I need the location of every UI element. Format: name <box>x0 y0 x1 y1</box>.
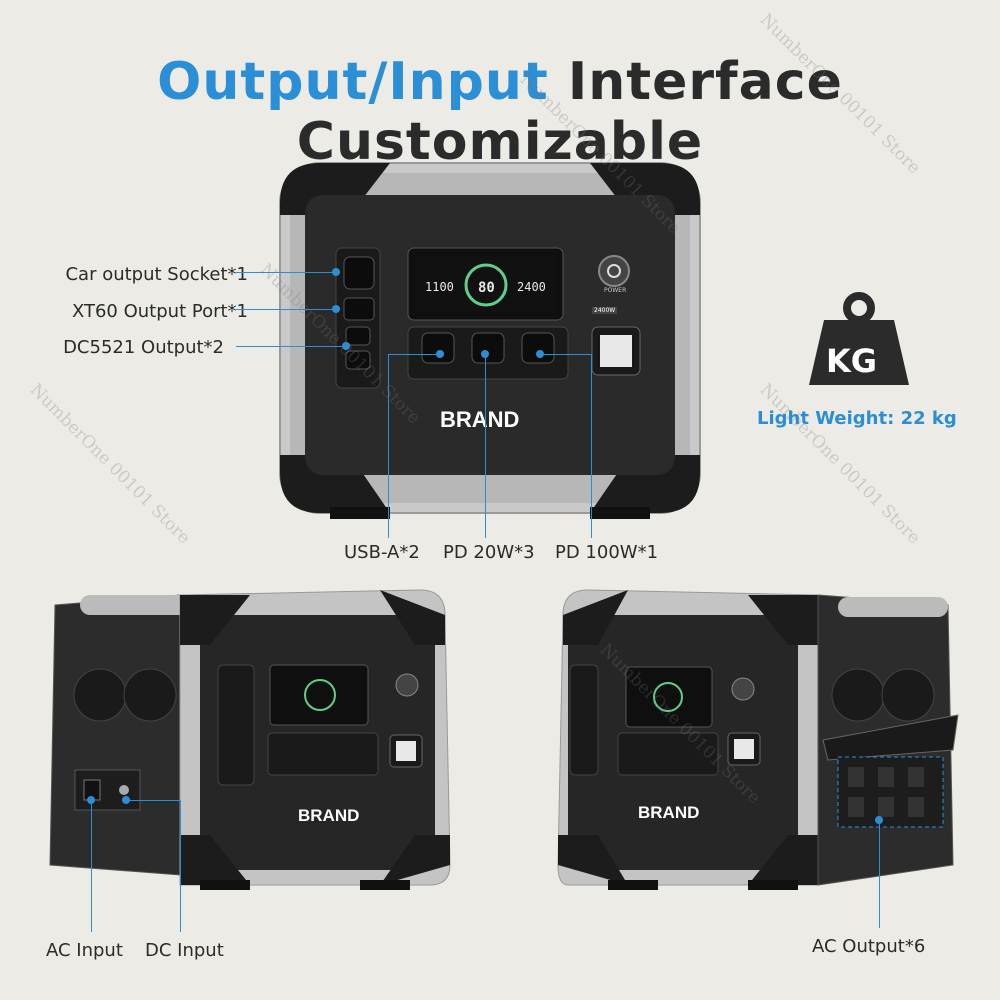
callout-ac-input: AC Input <box>46 940 123 961</box>
left-brand-logo: BRAND <box>298 806 360 825</box>
weight-label: Light Weight: 22 kg <box>757 408 957 429</box>
main-lcd-input-value: 1100 <box>425 280 454 294</box>
left-device-image <box>49 589 451 890</box>
callout-ac-output: AC Output*6 <box>812 936 926 957</box>
main-lcd-battery: 80 <box>478 280 495 296</box>
main-power-label: POWER <box>604 287 627 294</box>
weight-icon <box>809 292 909 385</box>
callout-car-socket: Car output Socket*1 <box>65 264 248 285</box>
main-device-image <box>279 162 701 519</box>
callout-pd20: PD 20W*3 <box>443 542 535 563</box>
main-brand-logo: BRAND <box>440 407 520 432</box>
right-brand-logo: BRAND <box>638 803 700 822</box>
callout-xt60: XT60 Output Port*1 <box>71 301 248 322</box>
right-device-image <box>557 589 959 890</box>
callout-usb-a: USB-A*2 <box>344 542 420 563</box>
callout-dc-input: DC Input <box>145 940 224 961</box>
callout-dc5521: DC5521 Output*2 <box>63 337 224 358</box>
weight-icon-text: KG <box>826 342 878 380</box>
page-title: Output/Input Interface Customizable <box>0 52 1000 172</box>
watermark-5: NumberOne 00101 Store <box>755 380 924 549</box>
main-capacity-badge: 2400W <box>592 307 618 314</box>
main-lcd-output-value: 2400 <box>517 280 546 294</box>
watermark-4: NumberOne 00101 Store <box>25 380 194 549</box>
title-highlight: Output/Input <box>157 52 549 112</box>
callout-pd100: PD 100W*1 <box>555 542 659 563</box>
